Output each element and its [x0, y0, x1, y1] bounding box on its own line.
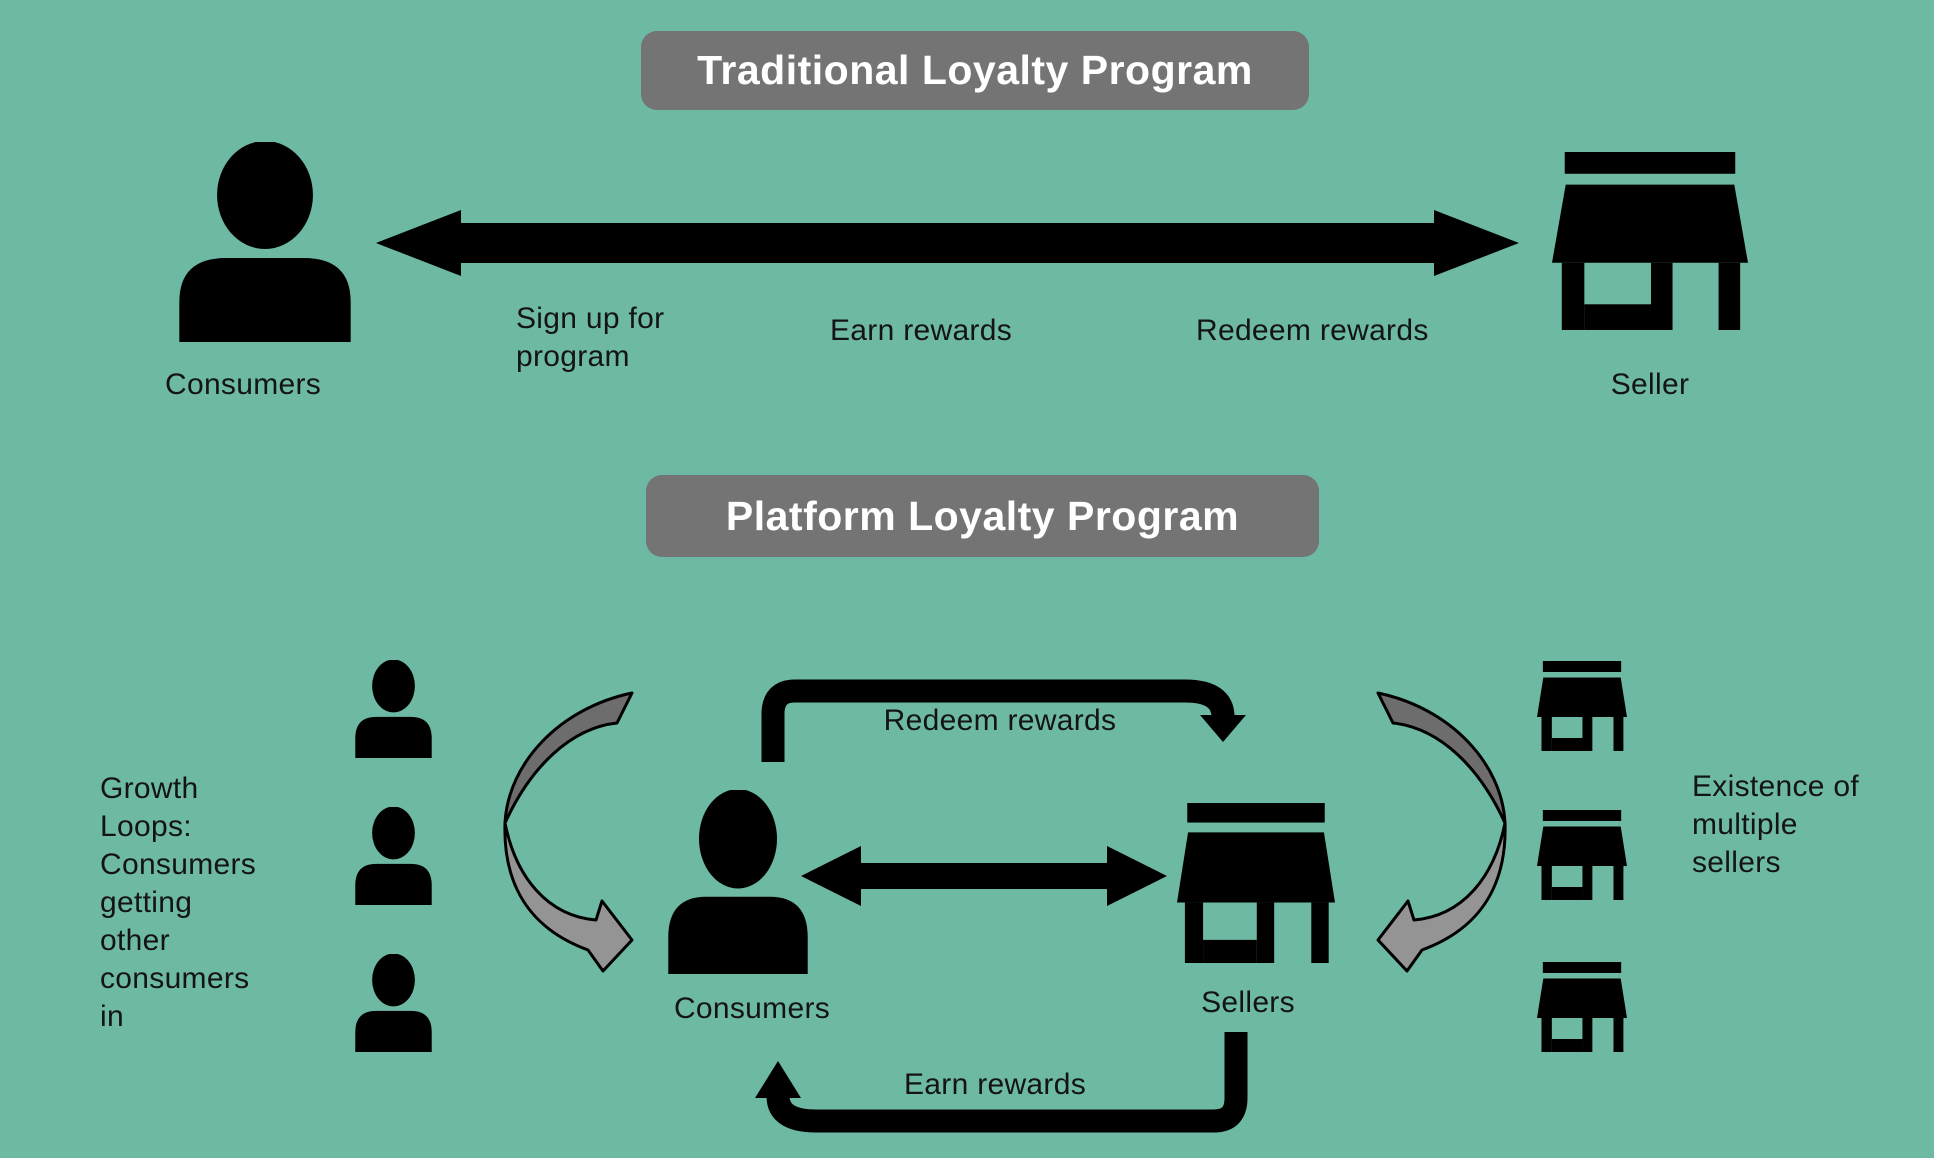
growth-loops-note: Growth Loops: Consumers getting other co… — [100, 772, 257, 1033]
mini-store-icon — [1537, 661, 1627, 751]
traditional-title: Traditional Loyalty Program — [697, 47, 1253, 93]
mini-consumer-icon — [348, 807, 439, 905]
platform-sellers-label: Sellers — [1201, 986, 1295, 1019]
platform-redeem-label: Redeem rewards — [883, 704, 1117, 737]
platform-store-icon — [1177, 803, 1335, 963]
signup-label: Sign up for program — [516, 302, 665, 373]
two-way-arrow — [376, 210, 1519, 276]
earn-elbow-arrow — [755, 1032, 1248, 1133]
multiple-sellers-note: Existence of multiple sellers — [1692, 770, 1860, 879]
growth-loop-arrow-right — [1376, 691, 1507, 973]
mini-store-icon — [1537, 962, 1627, 1052]
traditional-title-badge: Traditional Loyalty Program — [641, 31, 1309, 110]
platform-consumers-label: Consumers — [673, 992, 831, 1025]
mini-consumer-icon — [348, 954, 439, 1052]
mini-store-icon — [1537, 810, 1627, 900]
consumers-label: Consumers — [165, 368, 322, 401]
platform-earn-label: Earn rewards — [903, 1068, 1086, 1101]
earn-rewards-label: Earn rewards — [830, 314, 1013, 347]
platform-consumer-icon — [655, 790, 821, 974]
platform-title: Platform Loyalty Program — [725, 492, 1240, 539]
growth-loop-arrow-left — [503, 691, 634, 973]
redeem-rewards-label: Redeem rewards — [1196, 314, 1429, 347]
redeem-elbow-arrow — [761, 679, 1246, 762]
mini-consumer-icon — [348, 660, 439, 758]
platform-two-way-arrow — [801, 846, 1167, 906]
platform-title-badge: Platform Loyalty Program — [646, 475, 1319, 557]
seller-label: Seller — [1610, 368, 1690, 401]
